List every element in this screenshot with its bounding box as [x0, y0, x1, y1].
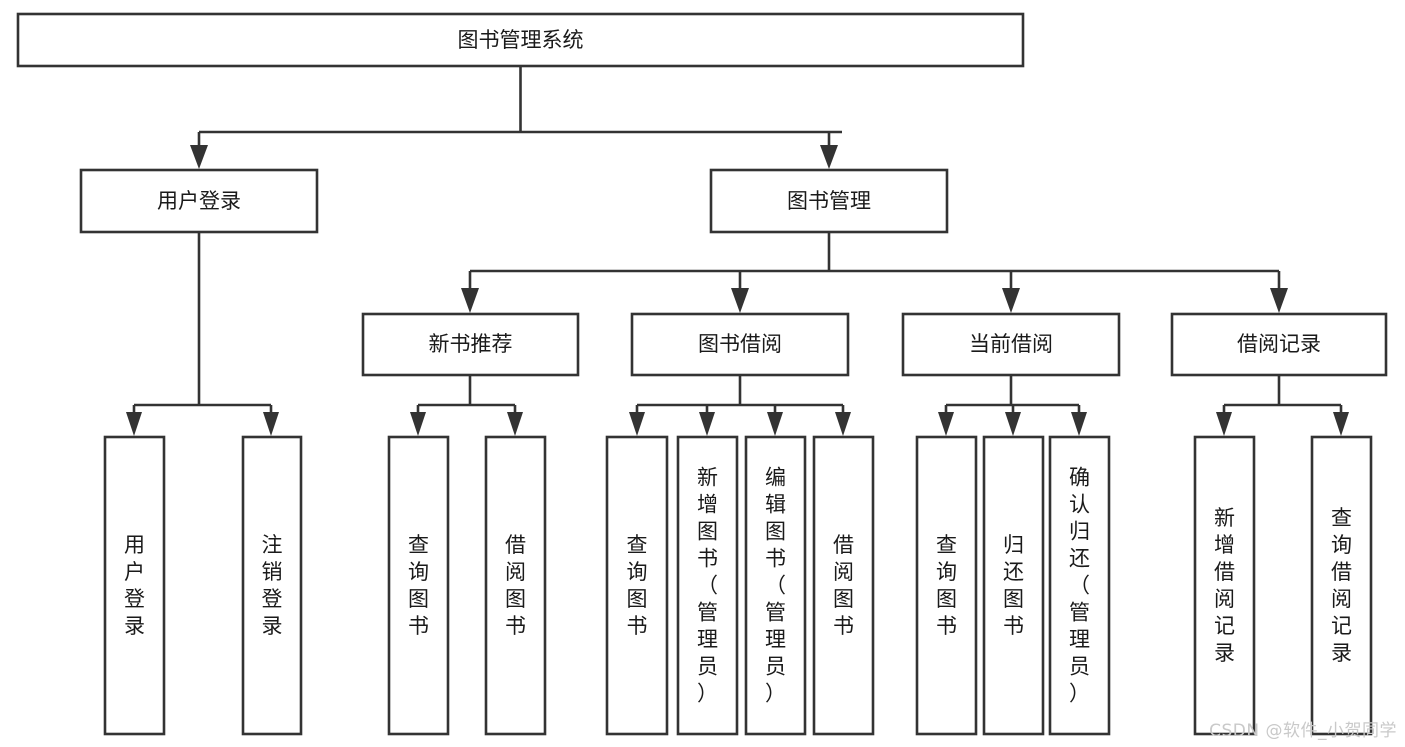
arrowhead-leaf-query-book-borrow — [629, 412, 645, 436]
arrowhead-leaf-query-book-recommend — [410, 412, 426, 436]
arrowhead-leaf-add-book — [699, 412, 715, 436]
node-leaf-edit-book[interactable]: 编辑图书（管理员） — [744, 435, 807, 736]
arrowhead-leaf-user-login — [126, 412, 142, 436]
node-leaf-borrow-book-recommend[interactable]: 借阅图书 — [484, 435, 547, 736]
node-leaf-query-borrow-record-label: 查询借阅记录 — [1331, 506, 1352, 665]
node-leaf-query-book-borrow-label: 查询图书 — [627, 533, 648, 638]
arrowhead-new-book-recommend — [461, 288, 479, 313]
node-book-borrow[interactable]: 图书借阅 — [630, 312, 850, 377]
node-leaf-query-borrow-record-box[interactable] — [1310, 435, 1373, 736]
node-leaf-borrow-book-recommend-label: 借阅图书 — [505, 533, 526, 638]
node-leaf-user-login-label: 用户登录 — [124, 533, 145, 638]
node-book-manage-box[interactable] — [709, 168, 949, 234]
node-user-login-box[interactable] — [79, 168, 319, 234]
node-leaf-query-book-borrow-box[interactable] — [605, 435, 669, 736]
node-leaf-return-book[interactable]: 归还图书 — [982, 435, 1045, 736]
arrowhead-leaf-add-borrow-record — [1216, 412, 1232, 436]
node-leaf-query-book-current-box[interactable] — [915, 435, 978, 736]
arrowhead-leaf-return-book — [1005, 412, 1021, 436]
node-leaf-borrow-book-label: 借阅图书 — [833, 533, 854, 638]
node-leaf-return-book-box[interactable] — [982, 435, 1045, 736]
arrowhead-leaf-logout — [263, 412, 279, 436]
node-leaf-query-book-recommend[interactable]: 查询图书 — [387, 435, 450, 736]
node-leaf-confirm-return-label: 确认归还（管理员） — [1069, 466, 1090, 706]
node-leaf-borrow-book-box[interactable] — [812, 435, 875, 736]
node-book-manage[interactable]: 图书管理 — [709, 168, 949, 234]
node-current-borrow[interactable]: 当前借阅 — [901, 312, 1121, 377]
node-leaf-confirm-return-box[interactable] — [1048, 435, 1111, 736]
arrowhead-leaf-confirm-return — [1071, 412, 1087, 436]
arrowhead-leaf-borrow-book — [835, 412, 851, 436]
node-leaf-confirm-return[interactable]: 确认归还（管理员） — [1048, 435, 1111, 736]
node-leaf-query-borrow-record[interactable]: 查询借阅记录 — [1310, 435, 1373, 736]
arrowhead-user-login — [190, 145, 208, 169]
node-leaf-add-book[interactable]: 新增图书（管理员） — [676, 435, 739, 736]
node-current-borrow-box[interactable] — [901, 312, 1121, 377]
arrowhead-borrow-record — [1270, 288, 1288, 313]
node-leaf-query-book-recommend-label: 查询图书 — [408, 533, 429, 638]
node-leaf-query-book-borrow[interactable]: 查询图书 — [605, 435, 669, 736]
node-leaf-add-borrow-record[interactable]: 新增借阅记录 — [1193, 435, 1256, 736]
node-borrow-record[interactable]: 借阅记录 — [1170, 312, 1388, 377]
arrowhead-book-borrow — [731, 288, 749, 313]
arrowhead-leaf-edit-book — [767, 412, 783, 436]
node-leaf-add-book-box[interactable] — [676, 435, 739, 736]
node-root[interactable]: 图书管理系统 — [16, 12, 1025, 68]
node-new-book-recommend[interactable]: 新书推荐 — [361, 312, 580, 377]
node-leaf-add-borrow-record-box[interactable] — [1193, 435, 1256, 736]
node-new-book-recommend-label: 新书推荐 — [429, 332, 513, 356]
node-leaf-edit-book-box[interactable] — [744, 435, 807, 736]
node-new-book-recommend-box[interactable] — [361, 312, 580, 377]
connector-group — [126, 66, 1349, 436]
node-root-box[interactable] — [16, 12, 1025, 68]
arrowhead-book-manage — [820, 145, 838, 169]
node-borrow-record-label: 借阅记录 — [1237, 332, 1321, 356]
node-user-login-label: 用户登录 — [157, 189, 241, 213]
node-leaf-logout[interactable]: 注销登录 — [241, 435, 303, 736]
csdn-watermark: CSDN @软件_小贺同学 — [1209, 721, 1397, 741]
node-leaf-query-book-recommend-box[interactable] — [387, 435, 450, 736]
arrowhead-leaf-query-borrow-record — [1333, 412, 1349, 436]
leaf-nodes-group: 用户登录 注销登录 查询图书 借阅图书 查询图书 新增图书（管理员） 编辑图书（… — [103, 435, 1373, 736]
node-leaf-borrow-book-recommend-box[interactable] — [484, 435, 547, 736]
node-leaf-edit-book-label: 编辑图书（管理员） — [765, 466, 786, 706]
node-leaf-borrow-book[interactable]: 借阅图书 — [812, 435, 875, 736]
arrowhead-leaf-borrow-book-recommend — [507, 412, 523, 436]
node-book-borrow-box[interactable] — [630, 312, 850, 377]
arrowhead-leaf-query-book-current — [938, 412, 954, 436]
node-root-label: 图书管理系统 — [458, 28, 584, 52]
node-book-manage-label: 图书管理 — [787, 189, 871, 213]
arrowhead-current-borrow — [1002, 288, 1020, 313]
node-leaf-query-book-current-label: 查询图书 — [936, 533, 957, 638]
node-borrow-record-box[interactable] — [1170, 312, 1388, 377]
node-leaf-query-book-current[interactable]: 查询图书 — [915, 435, 978, 736]
node-leaf-logout-box[interactable] — [241, 435, 303, 736]
node-current-borrow-label: 当前借阅 — [969, 332, 1053, 356]
node-leaf-user-login-box[interactable] — [103, 435, 166, 736]
node-leaf-user-login[interactable]: 用户登录 — [103, 435, 166, 736]
node-leaf-add-book-label: 新增图书（管理员） — [697, 466, 718, 706]
node-book-borrow-label: 图书借阅 — [698, 332, 782, 356]
node-leaf-logout-label: 注销登录 — [262, 533, 283, 638]
node-leaf-return-book-label: 归还图书 — [1003, 533, 1024, 638]
node-user-login[interactable]: 用户登录 — [79, 168, 319, 234]
node-leaf-add-borrow-record-label: 新增借阅记录 — [1214, 506, 1235, 665]
